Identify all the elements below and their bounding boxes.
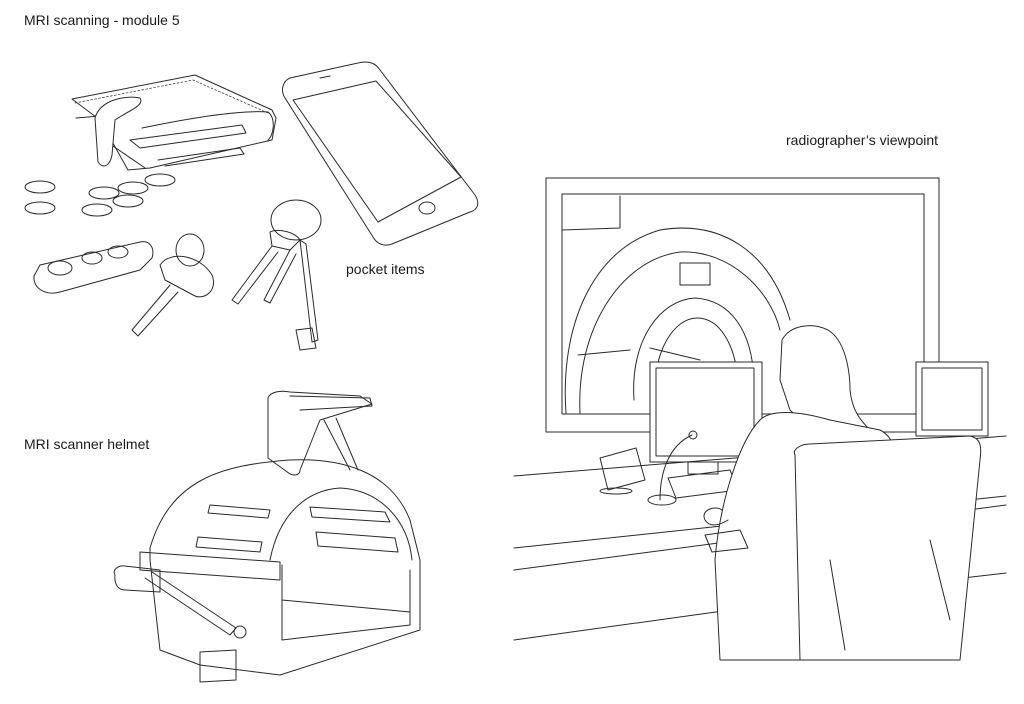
car-key-illustration [33, 233, 214, 337]
helmet-floor-line [281, 599, 411, 613]
patient-table-line [577, 347, 701, 361]
helmet-opening [281, 564, 411, 641]
pocket-items-caption: pocket items [346, 261, 425, 277]
coin [24, 180, 56, 194]
scanner-panel [679, 262, 711, 286]
page-title: MRI scanning - module 5 [24, 12, 180, 28]
helmet-latch [199, 649, 237, 683]
wallet-illustration [71, 74, 277, 171]
microphone-icon [688, 430, 698, 440]
microphone-base [647, 494, 677, 506]
helmet-knob [233, 625, 247, 639]
main-monitor-screen [655, 367, 755, 457]
radiographer-scene [513, 177, 1007, 661]
office-chair-back [793, 435, 982, 661]
key-head [269, 229, 301, 251]
chair-armrest [704, 529, 749, 553]
coin [24, 201, 56, 215]
room-wall-line [561, 195, 621, 231]
radiographer-viewpoint-caption: radiographer’s viewpoint [786, 132, 939, 148]
key-ring [175, 233, 205, 267]
wallet-card [129, 124, 247, 149]
fob-button [47, 260, 73, 276]
radiographer-hand [703, 507, 729, 526]
tablet-base [599, 487, 633, 495]
phone-screen [292, 80, 462, 223]
wallet-strap [94, 96, 142, 167]
key-blade [231, 245, 279, 305]
helmet-front-arch [269, 487, 413, 561]
key-fob [33, 241, 154, 294]
right-monitor-screen [921, 367, 983, 431]
coins-illustration [24, 173, 176, 217]
wallet-stitching [74, 79, 269, 114]
key-ring [270, 199, 322, 241]
coin [81, 203, 113, 217]
helmet-vent [315, 531, 399, 553]
right-monitor [915, 361, 989, 437]
radiographer-hair [779, 325, 871, 441]
helmet-vent [309, 506, 391, 523]
monitor-stand [687, 461, 719, 475]
mirror-top [289, 395, 373, 411]
scanner-inner-arc [579, 251, 781, 414]
helmet-lever [144, 571, 237, 636]
helmet-body [149, 459, 421, 676]
fob-button [107, 245, 129, 259]
microphone-gooseneck [659, 434, 693, 501]
smartphone-illustration [282, 61, 479, 246]
wallet-fold [141, 111, 274, 141]
coin [112, 194, 144, 208]
helmet-vent [207, 504, 271, 519]
mortice-key-shaft [299, 239, 319, 343]
tablet-screen [599, 447, 646, 491]
car-key-head [159, 255, 214, 298]
home-button-icon [418, 201, 436, 215]
coin [144, 173, 176, 187]
helmet-ledge [139, 551, 281, 581]
key-ring-illustration [231, 199, 322, 351]
chair-seams [829, 539, 951, 651]
mirror-supports [323, 417, 359, 471]
coin [117, 181, 149, 195]
key-blade [263, 249, 297, 304]
mortice-key-bit [295, 327, 317, 351]
wallet-card-2 [157, 147, 245, 167]
scanner-outer-arc [564, 227, 791, 414]
helmet-illustration [113, 390, 421, 683]
scanner-helmet-caption: MRI scanner helmet [24, 436, 150, 452]
mirror-mount [267, 390, 373, 476]
phone-speaker [319, 75, 331, 79]
helmet-vent [195, 536, 263, 553]
phone-body [282, 61, 479, 246]
coin [88, 186, 120, 200]
helmet-handle-end [113, 565, 161, 593]
scanner-bore-ring [633, 297, 755, 401]
car-key-blade [131, 284, 179, 337]
fob-button [81, 251, 103, 265]
